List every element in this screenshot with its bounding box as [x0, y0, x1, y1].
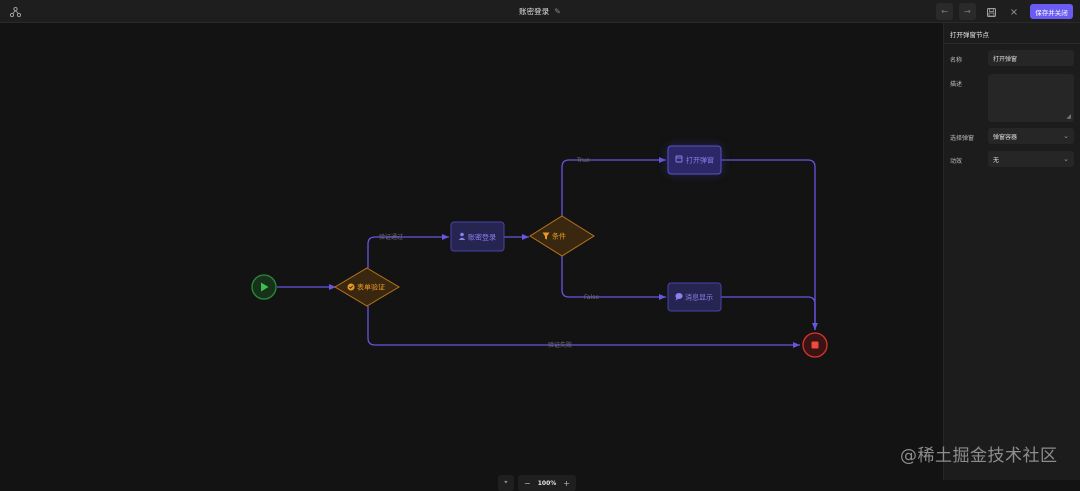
edge-dialog-to-end — [721, 159, 818, 330]
select-dialog-dropdown[interactable]: 弹窗容器 ⌄ — [988, 128, 1074, 144]
name-input[interactable]: 打开弹窗 — [988, 50, 1074, 66]
node-form-check[interactable]: 表单验证 — [334, 267, 400, 307]
animation-dropdown[interactable]: 无 ⌄ — [988, 151, 1074, 167]
resize-grip-icon[interactable]: ◢ — [1066, 113, 1071, 120]
description-textarea[interactable]: ◢ — [988, 74, 1074, 122]
name-input-value: 打开弹窗 — [993, 55, 1018, 63]
end-node[interactable] — [802, 332, 828, 358]
flow-canvas[interactable]: 验证通过 验证失败 True False 表单验证 账密登录 — [0, 23, 943, 491]
edge-label-true: True — [576, 157, 590, 164]
arrow-right-icon: → — [964, 7, 971, 16]
filter-icon — [542, 232, 550, 240]
edit-pencil-icon[interactable]: ✎ — [554, 7, 561, 16]
edge-label-check-pass: 验证通过 — [379, 233, 403, 241]
chevron-down-icon: ⌄ — [1063, 155, 1069, 163]
redo-button[interactable]: → — [959, 3, 976, 20]
start-node[interactable] — [251, 274, 277, 300]
watermark: @稀土掘金技术社区 — [900, 446, 1058, 466]
edge-condition-true — [561, 157, 666, 216]
top-toolbar: 账密登录 ✎ ← → × 保存并关闭 — [0, 0, 1080, 23]
edge-condition-false — [561, 256, 666, 300]
check-circle-icon — [347, 283, 355, 291]
flow-logo-icon[interactable] — [8, 5, 22, 19]
zoom-group: − 100% + — [518, 475, 576, 491]
animation-value: 无 — [993, 156, 1000, 164]
flow-diagram: 验证通过 验证失败 True False 表单验证 账密登录 — [251, 145, 828, 358]
zoom-level: 100% — [537, 479, 557, 487]
stop-icon — [811, 341, 819, 349]
properties-panel: 打开弹窗节点 名称 打开弹窗 描述 ◢ 选择弹窗 弹窗容器 ⌄ 动效 无 ⌄ — [943, 23, 1080, 480]
undo-button[interactable]: ← — [936, 3, 953, 20]
node-open-dialog-label: 打开弹窗 — [686, 156, 714, 165]
node-message-label: 消息显示 — [685, 293, 713, 302]
play-icon — [261, 282, 269, 292]
node-form-check-label: 表单验证 — [357, 283, 385, 292]
chevron-down-icon: ⌄ — [1063, 132, 1069, 140]
flow-title-area: 账密登录 ✎ — [0, 6, 1080, 17]
node-condition[interactable]: 条件 — [529, 215, 595, 257]
node-login-label: 账密登录 — [468, 233, 496, 242]
description-label: 描述 — [950, 81, 963, 88]
node-login[interactable]: 账密登录 — [450, 221, 505, 252]
arrow-left-icon: ← — [941, 7, 948, 16]
select-dialog-value: 弹窗容器 — [993, 133, 1018, 141]
close-icon[interactable]: × — [1009, 6, 1019, 18]
select-dialog-label: 选择弹窗 — [950, 135, 975, 142]
panel-title: 打开弹窗节点 — [950, 31, 989, 39]
node-condition-label: 条件 — [552, 232, 566, 241]
chat-bubble-icon — [675, 293, 683, 301]
save-close-button[interactable]: 保存并关闭 — [1030, 4, 1073, 19]
edge-message-to-end — [721, 296, 816, 330]
edge-check-fail — [367, 306, 800, 348]
node-open-dialog[interactable]: 打开弹窗 — [667, 145, 722, 175]
save-icon[interactable] — [984, 5, 998, 19]
crosshair-icon: ⌖ — [504, 479, 508, 486]
node-message[interactable]: 消息显示 — [667, 282, 722, 312]
edge-label-false: False — [584, 294, 599, 301]
panel-divider — [944, 43, 1080, 44]
dialog-window-icon — [675, 155, 683, 163]
page-title: 账密登录 — [519, 7, 550, 16]
edge-check-pass — [367, 234, 449, 268]
fit-view-button[interactable]: ⌖ — [498, 475, 514, 491]
animation-label: 动效 — [950, 158, 963, 165]
name-label: 名称 — [950, 57, 963, 64]
user-icon — [458, 232, 466, 240]
zoom-controls: ⌖ − 100% + — [498, 475, 576, 491]
edge-label-check-fail: 验证失败 — [548, 341, 572, 349]
